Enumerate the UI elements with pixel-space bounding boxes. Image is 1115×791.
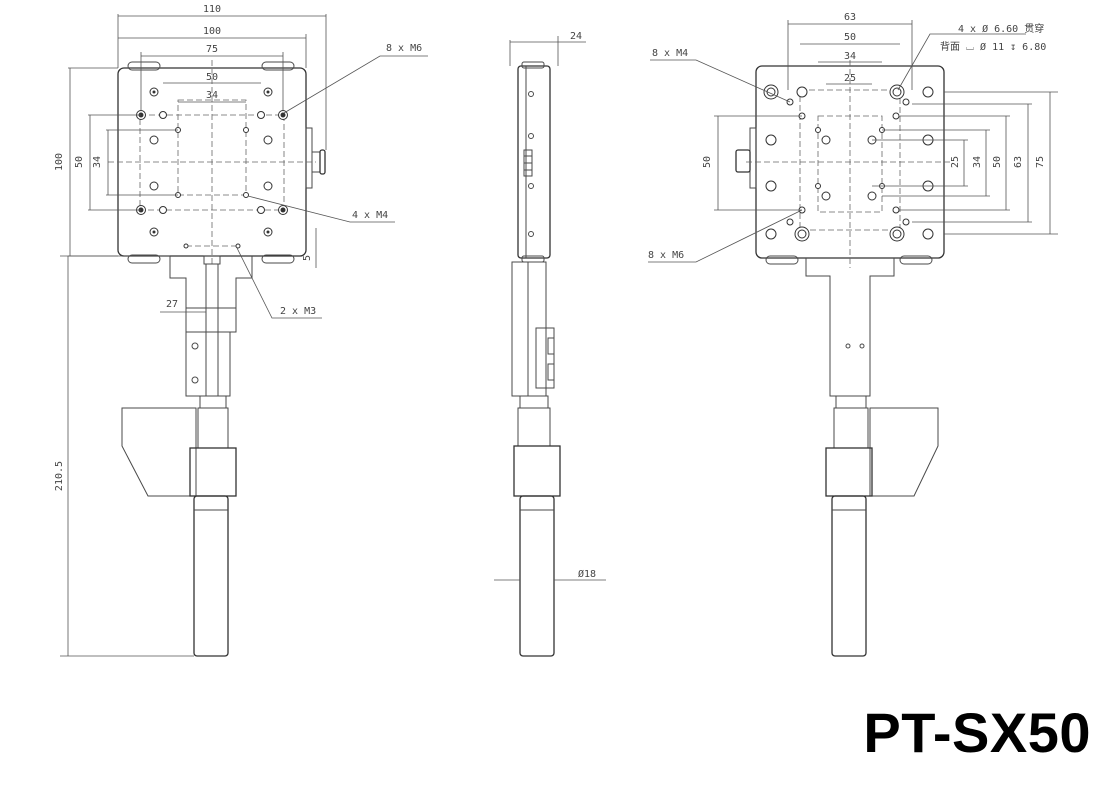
dim-50: 50 [206, 72, 218, 83]
bottom-dim-25-vertical: 25 [950, 156, 961, 168]
bottom-dim-63: 63 [844, 12, 856, 23]
bottom-holes [763, 84, 934, 242]
bottom-view: 63 50 34 25 50 25 34 50 63 75 8 x M4 8 x… [648, 12, 1058, 657]
bottom-dim-75-vertical: 75 [1035, 156, 1046, 168]
side-view: 24 Ø18 [494, 31, 606, 657]
bottom-dim-50-left: 50 [702, 156, 713, 168]
callout-through-holes: 4 x Ø 6.60 贯穿 [958, 22, 1044, 35]
micrometer-barrel [189, 447, 237, 497]
dim-50-vertical: 50 [74, 156, 85, 168]
dim-100: 100 [203, 26, 221, 37]
dim-34: 34 [206, 90, 218, 101]
bottom-dim-25: 25 [844, 73, 856, 84]
dim-24: 24 [570, 31, 582, 42]
dim-27: 27 [166, 299, 178, 310]
bottom-dim-34-vertical: 34 [972, 156, 983, 168]
bottom-dim-50-vertical: 50 [992, 156, 1003, 168]
callout-2xm3: 2 x M3 [280, 306, 316, 317]
callout-counterbore: 背面 ⌴ Ø 11 ↧ 6.80 [940, 40, 1046, 53]
dim-34-vertical: 34 [92, 156, 103, 168]
dim-5: 5 [302, 255, 313, 261]
callout-4xm4: 4 x M4 [352, 210, 388, 221]
dim-dia18: Ø18 [578, 568, 596, 580]
mounting-holes [136, 87, 288, 249]
side-body [517, 65, 551, 259]
lock-knob [319, 149, 326, 175]
callout-8xm6-bottom: 8 x M6 [648, 250, 684, 261]
dim-210-5: 210.5 [54, 461, 65, 491]
dim-110: 110 [203, 4, 221, 15]
front-view: 110 100 75 50 34 100 50 34 5 27 210.5 8 … [54, 4, 428, 657]
dim-75: 75 [206, 44, 218, 55]
callout-8xm4: 8 x M4 [652, 48, 688, 59]
bottom-dim-34: 34 [844, 51, 856, 62]
model-title: PT-SX50 [863, 701, 1091, 764]
bottom-dim-63-vertical: 63 [1013, 156, 1024, 168]
callout-8xm6: 8 x M6 [386, 43, 422, 54]
micrometer-thimble [193, 495, 229, 657]
bottom-dim-50: 50 [844, 32, 856, 43]
dim-100-vertical: 100 [54, 153, 65, 171]
